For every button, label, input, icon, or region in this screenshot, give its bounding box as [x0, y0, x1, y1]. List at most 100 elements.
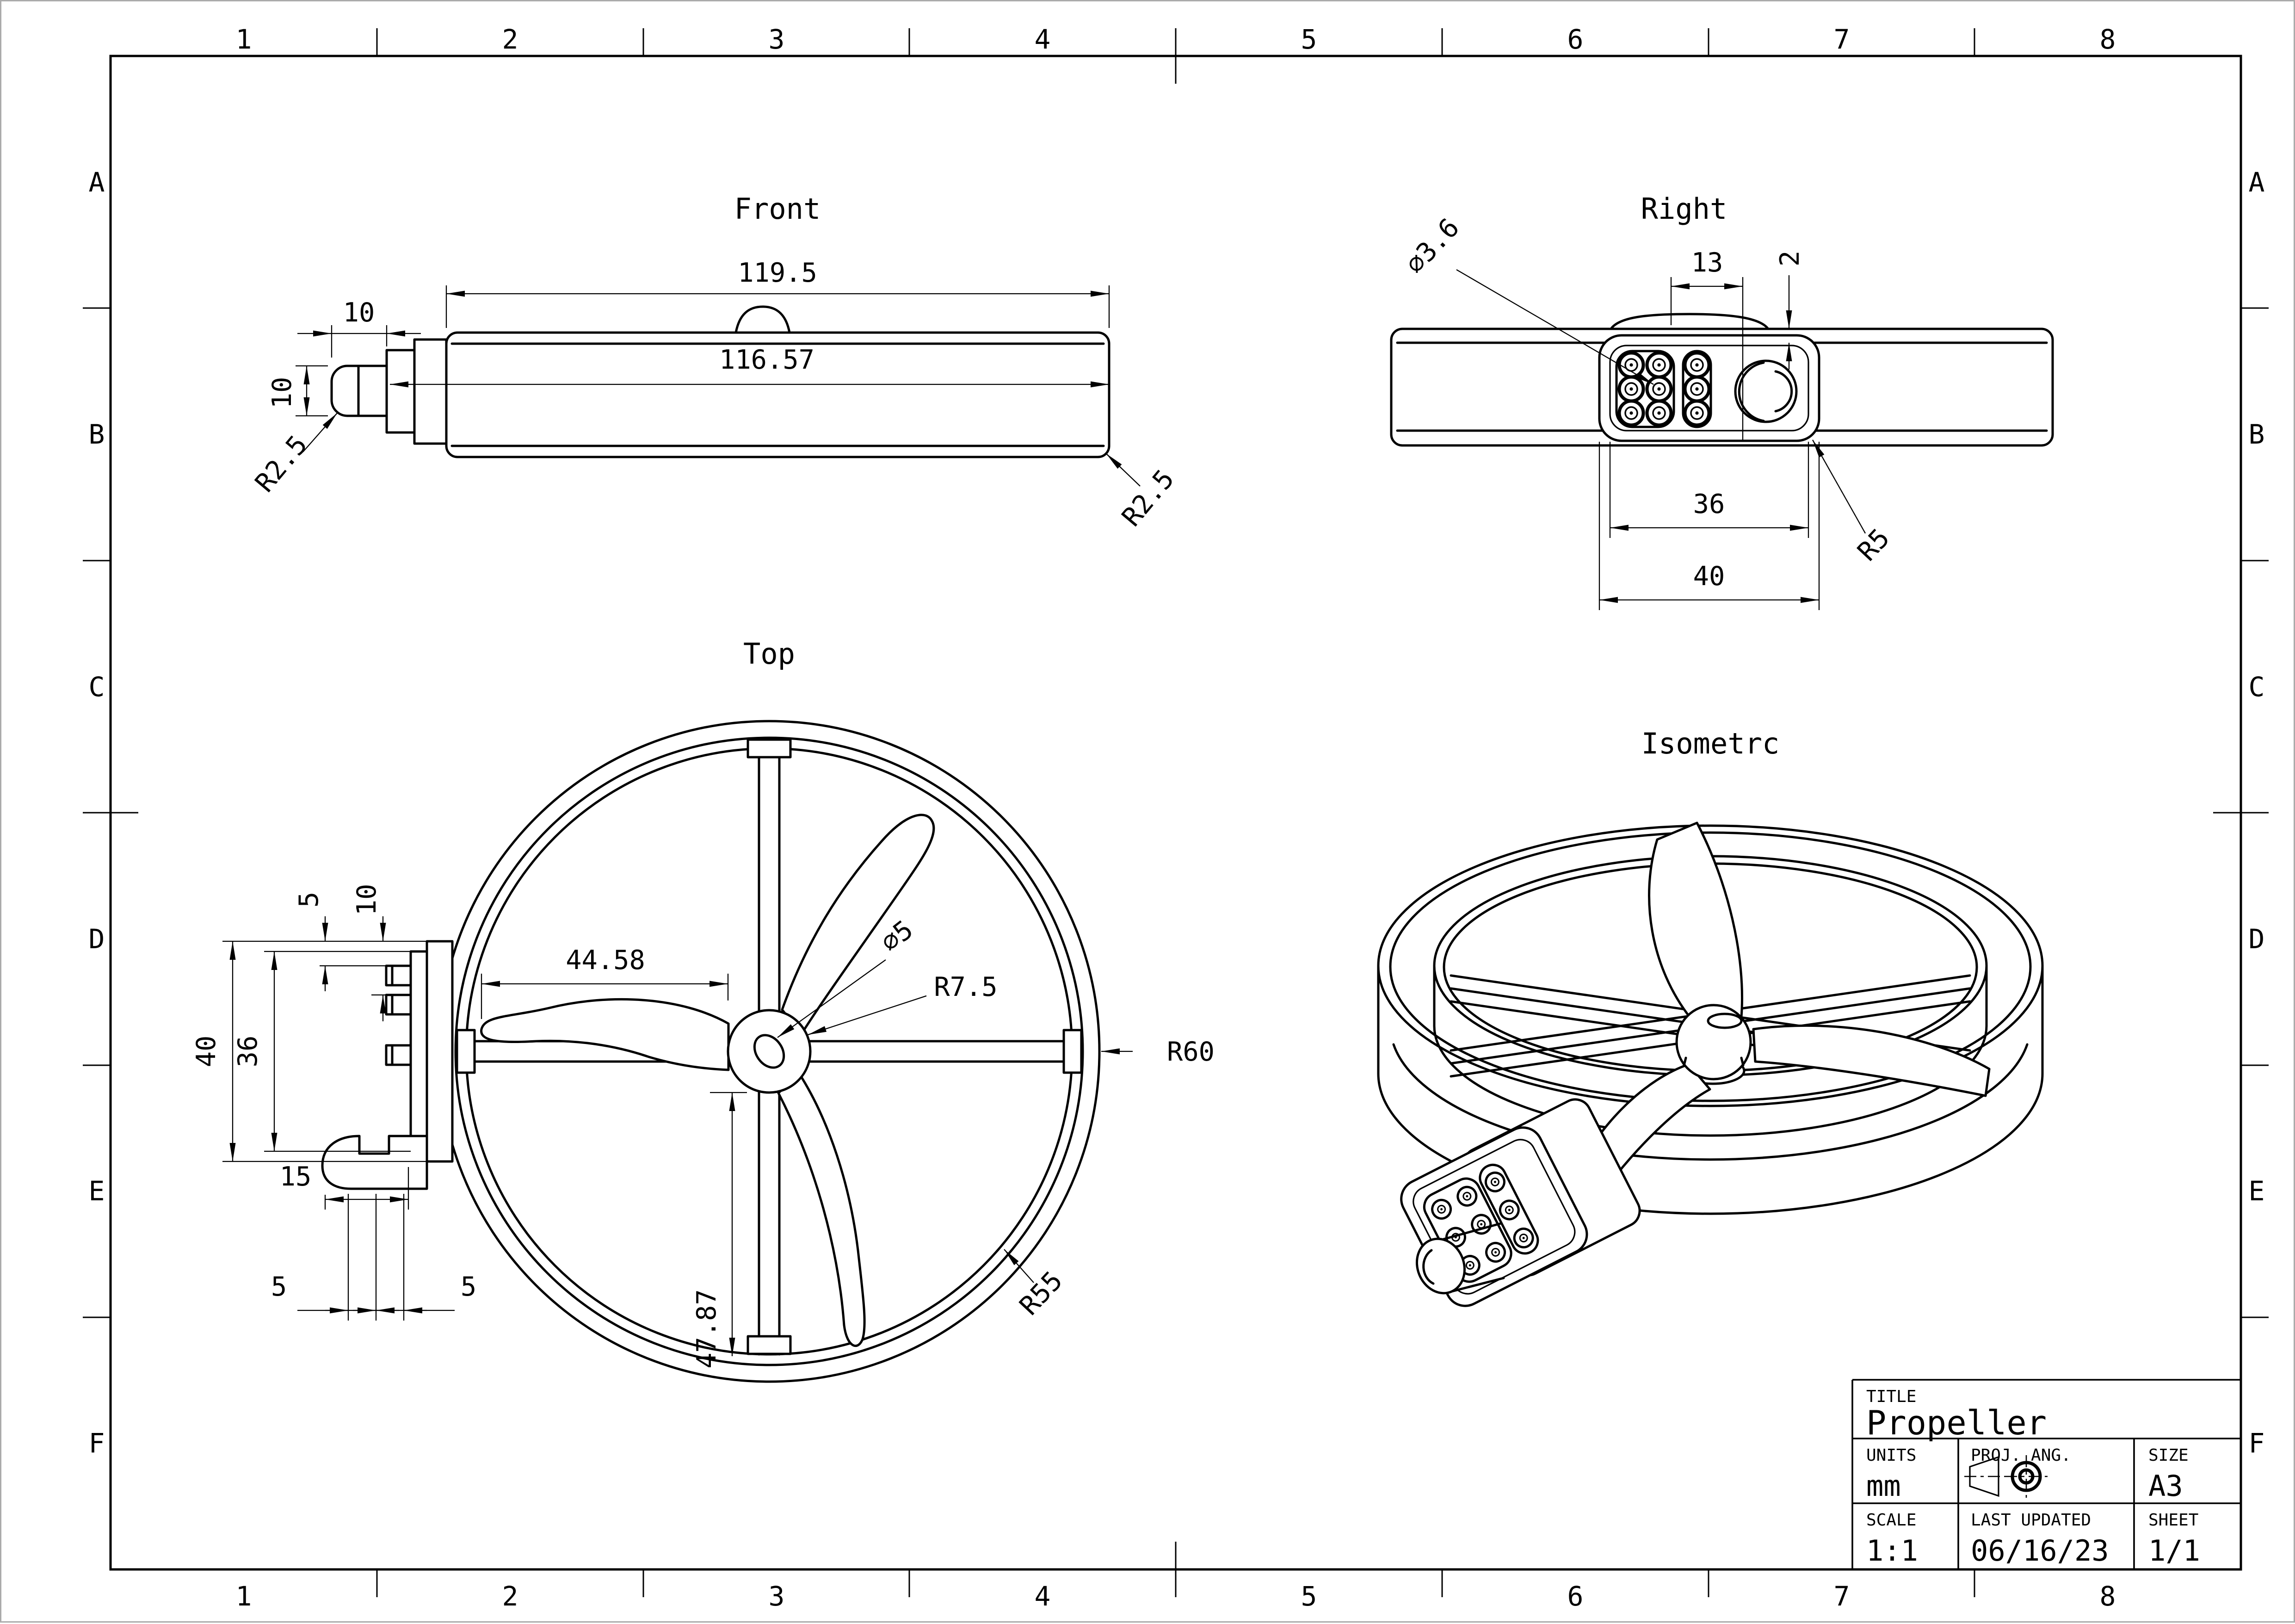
top-dim-chain-right-text: 5: [461, 1272, 476, 1302]
zone-col-top-8: 8: [2100, 24, 2116, 55]
zone-row-left-A: A: [89, 167, 105, 198]
title-block-scale-value: 1:1: [1866, 1534, 1918, 1568]
right-dim-plate-outer-width: 40: [1598, 442, 1820, 610]
right-dim-plate-inner-width: 36: [1609, 442, 1809, 538]
top-hub-hole: [753, 1034, 785, 1069]
zone-labels: 1 2 3 4 5 6 7 8 1 2 3 4 5 6 7 8 A B C D …: [89, 24, 2265, 1612]
right-dim-plate-outer-width-text: 40: [1693, 561, 1725, 592]
front-view: Front 119.5 116.57 10: [249, 192, 1180, 532]
top-mount-plate-inner: [409, 950, 428, 1153]
zone-col-bottom-4: 4: [1035, 1581, 1051, 1612]
title-block-title-value: Propeller: [1866, 1403, 2047, 1442]
right-dim-pin-hole-dia-text: ⌀3.6: [1400, 212, 1465, 279]
right-pin-group-left: [1615, 350, 1675, 428]
top-dim-block-inner-height: 36: [233, 951, 411, 1152]
zone-row-left-B: B: [89, 419, 105, 450]
right-pin-group-middle: [1682, 350, 1712, 428]
top-dim-blade-length-text: 44.58: [566, 945, 645, 976]
title-block-size-value: A3: [2148, 1469, 2183, 1503]
sheet-frame: [83, 28, 2269, 1597]
right-dim-corner-radius-text: R5: [1852, 523, 1896, 567]
right-view-geometry: [1390, 313, 2054, 447]
title-block-title-label: TITLE: [1866, 1387, 1916, 1406]
title-block-updated-value: 06/16/23: [1971, 1534, 2109, 1568]
front-dim-overall-width: 119.5: [445, 258, 1110, 328]
title-block-sheet-value: 1/1: [2148, 1534, 2200, 1568]
front-flange-outer: [413, 338, 448, 445]
top-blade-left: [480, 998, 730, 1071]
top-dim-blade-sweep-text: 47.87: [691, 1289, 722, 1369]
front-dim-fillet-left: R2.5: [249, 413, 338, 498]
right-dim-wall-thickness-text: 2: [1775, 251, 1805, 266]
title-block-units-value: mm: [1866, 1469, 1901, 1503]
top-dim-chain: 5 5: [271, 1194, 476, 1321]
front-dome-bump: [734, 305, 791, 334]
right-shaft-end: [1734, 359, 1798, 423]
top-dim-hook-length-text: 15: [280, 1161, 312, 1192]
zone-row-right-F: F: [2249, 1427, 2265, 1459]
right-dim-wall-thickness: 2: [1775, 251, 1805, 370]
top-view: Top: [191, 637, 1215, 1383]
top-dim-step-large-text: 10: [352, 884, 382, 916]
iso-hub-dome: [1675, 1004, 1752, 1081]
zone-row-right-D: D: [2249, 923, 2265, 955]
zone-row-left-C: C: [89, 671, 105, 703]
top-dim-chain-left-text: 5: [271, 1272, 287, 1302]
right-view: Right 13 2: [1390, 192, 2054, 610]
zone-col-bottom-2: 2: [502, 1581, 518, 1612]
front-dim-shaft-length-text: 10: [343, 297, 375, 328]
zone-col-top-6: 6: [1567, 24, 1584, 55]
zone-row-left-F: F: [89, 1427, 105, 1459]
zone-col-top-4: 4: [1035, 24, 1051, 55]
right-dim-plate-inner-width-text: 36: [1693, 489, 1725, 519]
zone-col-bottom-3: 3: [769, 1581, 785, 1612]
iso-shaft-cylinder: [1415, 1222, 1505, 1295]
right-view-title: Right: [1641, 192, 1727, 226]
top-dim-step-small-text: 5: [294, 892, 324, 908]
front-dim-shaft-height: 10: [267, 365, 328, 417]
top-view-geometry: [321, 720, 1101, 1383]
zone-col-top-1: 1: [236, 24, 252, 55]
zone-row-right-C: C: [2249, 671, 2265, 703]
top-connector-pins: [385, 964, 412, 1066]
zone-col-top-7: 7: [1834, 24, 1850, 55]
iso-ring-outer-bottom: [1377, 1072, 2044, 1215]
isometric-view: Isometrc: [1377, 727, 2044, 1307]
third-angle-projection-icon: [1964, 1455, 2048, 1498]
top-blade-upper: [781, 814, 935, 1035]
zone-row-right-E: E: [2249, 1175, 2265, 1207]
top-dim-blade-sweep: 47.87: [691, 1092, 747, 1369]
front-view-geometry: [330, 305, 1110, 458]
title-block-units-label: UNITS: [1866, 1446, 1916, 1465]
front-dim-fillet-right: R2.5: [1106, 453, 1180, 532]
zone-col-bottom-6: 6: [1567, 1581, 1584, 1612]
front-dim-fillet-right-text: R2.5: [1116, 464, 1180, 532]
top-dim-block-height-text: 40: [191, 1036, 222, 1068]
title-block-scale-label: SCALE: [1866, 1511, 1916, 1530]
top-dim-block-inner-height-text: 36: [233, 1036, 263, 1068]
top-dim-ring-outer-radius-text: R60: [1167, 1037, 1215, 1067]
title-block-size-label: SIZE: [2148, 1446, 2189, 1465]
top-dim-step-small: 5: [294, 892, 386, 991]
zone-col-top-2: 2: [502, 24, 518, 55]
front-flange-inner: [385, 349, 416, 434]
front-dim-inner-width-text: 116.57: [719, 345, 814, 375]
top-view-title: Top: [743, 637, 795, 671]
zone-row-right-A: A: [2249, 167, 2265, 198]
top-dim-ring-outer-radius: R60: [1101, 1037, 1215, 1067]
right-dim-pin-spacing-text: 13: [1691, 247, 1723, 278]
title-block-projection-label: PROJ. ANG.: [1971, 1446, 2071, 1465]
top-dim-hub-hole-dia-text: ⌀5: [875, 914, 919, 958]
front-dim-shaft-length: 10: [297, 297, 421, 358]
top-dim-hub-radius-text: R7.5: [934, 972, 997, 1002]
top-blade-lower: [777, 1072, 866, 1347]
zone-row-left-E: E: [89, 1175, 105, 1207]
title-block-updated-label: LAST UPDATED: [1971, 1511, 2091, 1530]
top-dim-step-large: 10: [352, 884, 386, 1021]
zone-col-bottom-1: 1: [236, 1581, 252, 1612]
iso-blade-upper: [1648, 821, 1744, 1027]
zone-col-top-5: 5: [1301, 24, 1317, 55]
zone-row-right-B: B: [2249, 419, 2265, 450]
